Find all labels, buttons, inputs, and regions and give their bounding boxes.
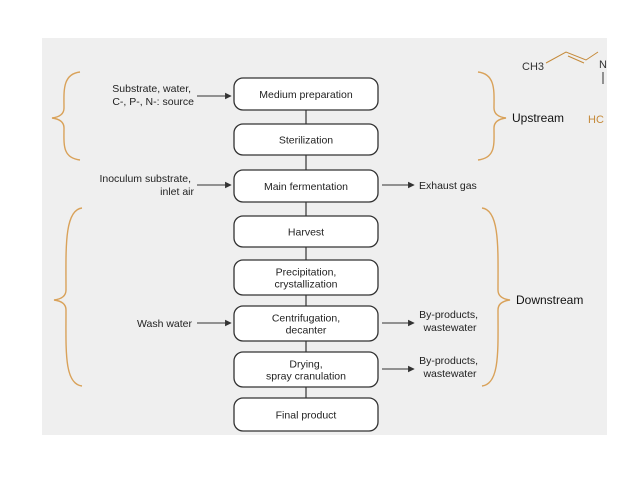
step-label: Centrifugation,decanter bbox=[272, 313, 340, 337]
left-downstream-brace bbox=[53, 207, 83, 387]
output-drying-label: By-products, wastewater bbox=[419, 355, 481, 380]
input-washwater-label: Wash water bbox=[137, 318, 193, 330]
output-exhaust-label: Exhaust gas bbox=[419, 180, 477, 192]
chemical-structure-fragment: CH3 N HC bbox=[522, 51, 607, 126]
right-upstream-brace bbox=[477, 71, 507, 161]
left-upstream-brace bbox=[51, 71, 81, 161]
right-downstream-brace bbox=[481, 207, 511, 387]
step-label: Main fermentation bbox=[264, 181, 348, 193]
ch3-label: CH3 bbox=[522, 61, 544, 73]
step-precipitation-crystallization: Precipitation,crystallization bbox=[233, 259, 379, 296]
output-centrifugation-label: By-products, wastewater bbox=[419, 309, 481, 334]
nitrogen-label: N bbox=[599, 59, 607, 71]
step-medium-preparation: Medium preparation bbox=[233, 77, 379, 111]
step-label: Sterilization bbox=[279, 135, 333, 147]
input-medium-label: Substrate, water, C-, P-, N-: source bbox=[112, 83, 194, 108]
upstream-label: Upstream bbox=[512, 111, 564, 125]
step-label: Final product bbox=[276, 410, 337, 422]
input-fermentation-label: Inoculum substrate, inlet air bbox=[99, 173, 194, 198]
step-main-fermentation: Main fermentation bbox=[233, 169, 379, 203]
step-drying-spray-cranulation: Drying,spray cranulation bbox=[233, 351, 379, 388]
hc-label: HC bbox=[588, 114, 604, 126]
step-label: Medium preparation bbox=[259, 89, 353, 101]
step-label: Drying,spray cranulation bbox=[266, 359, 346, 383]
step-harvest: Harvest bbox=[233, 215, 379, 248]
step-label: Precipitation,crystallization bbox=[274, 267, 337, 291]
step-centrifugation-decanter: Centrifugation,decanter bbox=[233, 305, 379, 342]
step-label: Harvest bbox=[288, 227, 324, 239]
step-sterilization: Sterilization bbox=[233, 123, 379, 156]
step-final-product: Final product bbox=[233, 397, 379, 432]
downstream-label: Downstream bbox=[516, 293, 583, 307]
